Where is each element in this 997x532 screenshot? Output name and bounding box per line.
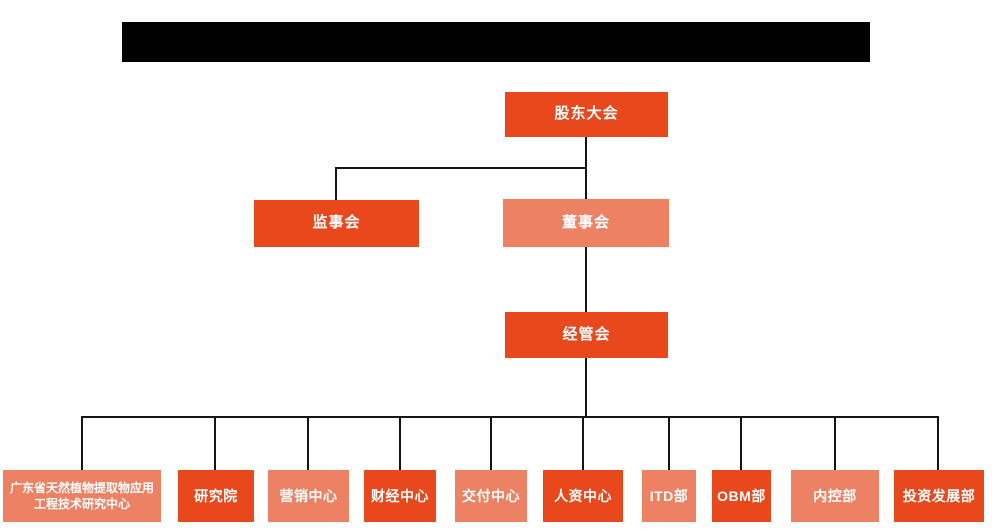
node-dept-research-center: 广东省天然植物提取物应用工程技术研究中心 xyxy=(3,470,161,522)
connector-drop-4 xyxy=(399,416,401,470)
redacted-title-bar xyxy=(122,22,870,62)
connector-drop-7 xyxy=(668,416,670,470)
connector-branch-horizontal xyxy=(335,167,587,169)
node-dept-hr-center: 人资中心 xyxy=(543,470,623,522)
node-management-committee: 经管会 xyxy=(505,312,668,358)
node-dept-obm: OBM部 xyxy=(712,470,771,522)
connector-drop-9 xyxy=(834,416,836,470)
connector-drop-5 xyxy=(490,416,492,470)
connector-to-supervisory xyxy=(335,167,337,200)
connector-management-down xyxy=(585,358,587,417)
connector-drop-10 xyxy=(937,416,939,470)
node-shareholders-meeting: 股东大会 xyxy=(505,92,668,137)
connector-drop-2 xyxy=(214,416,216,470)
node-dept-research-institute: 研究院 xyxy=(178,470,254,522)
connector-drop-6 xyxy=(582,416,584,470)
node-dept-delivery-center: 交付中心 xyxy=(455,470,527,522)
node-dept-finance-center: 财经中心 xyxy=(364,470,436,522)
node-dept-itd: ITD部 xyxy=(642,470,696,522)
connector-departments-horizontal xyxy=(81,416,939,418)
connector-board-to-management xyxy=(585,247,587,312)
node-supervisory-board: 监事会 xyxy=(254,200,419,247)
connector-drop-8 xyxy=(740,416,742,470)
node-dept-internal-control: 内控部 xyxy=(791,470,879,522)
node-board-of-directors: 董事会 xyxy=(503,199,669,247)
connector-drop-1 xyxy=(81,416,83,470)
connector-drop-3 xyxy=(307,416,309,470)
node-dept-marketing-center: 营销中心 xyxy=(268,470,349,522)
node-dept-investment-development: 投资发展部 xyxy=(894,470,984,522)
